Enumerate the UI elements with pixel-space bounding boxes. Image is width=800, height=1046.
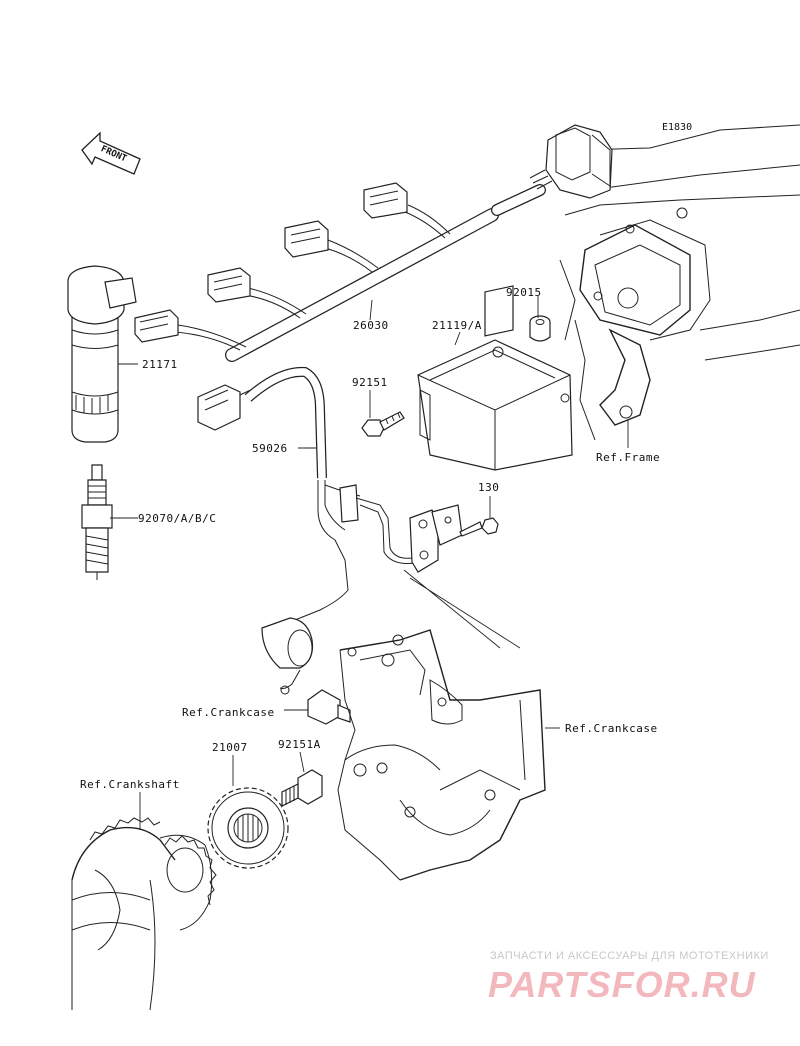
bolt-130 [459,517,499,537]
label-sub-harness: 59026 [252,442,288,455]
sensor-sender [307,689,351,725]
grommet [529,315,551,342]
watermark-tagline: ЗАПЧАСТИ И АКСЕССУАРЫ ДЛЯ МОТОТЕХНИКИ [490,950,769,962]
label-ref-crankcase-right: Ref.Crankcase [565,722,658,735]
label-bolt-pickup: 130 [478,481,499,494]
label-igniter: 21119/A [432,319,482,332]
leader-lines [110,296,629,830]
label-ref-crankshaft: Ref.Crankshaft [80,778,180,791]
bolt-92151a [281,769,323,807]
igniter [417,285,573,471]
crankshaft-drawing [71,817,217,1011]
front-arrow-icon: FRONT [81,131,141,175]
label-main-harness: 26030 [353,319,389,332]
timing-rotor [207,787,289,869]
label-bolt-igniter: 92151 [352,376,388,389]
label-grommet: 92015 [506,286,542,299]
crankcase-drawing [337,629,546,881]
label-ignition-coil: 21171 [142,358,178,371]
pressure-switch [261,617,314,695]
watermark-logo[interactable]: PARTSFOR.RU [488,964,756,1005]
label-spark-plug: 92070/A/B/C [138,512,216,525]
frame-drawing [559,124,800,441]
diagram-code: E1830 [662,122,692,133]
label-timing-rotor: 21007 [212,741,248,754]
main-harness [134,124,613,362]
label-ref-frame: Ref.Frame [596,451,660,464]
label-ref-crankcase-left: Ref.Crankcase [182,706,275,719]
spark-plug [81,464,113,580]
sub-harness [197,366,463,621]
bolt-92151 [361,411,405,437]
ignition-coil [67,265,137,443]
label-bolt-rotor: 92151A [278,738,321,751]
